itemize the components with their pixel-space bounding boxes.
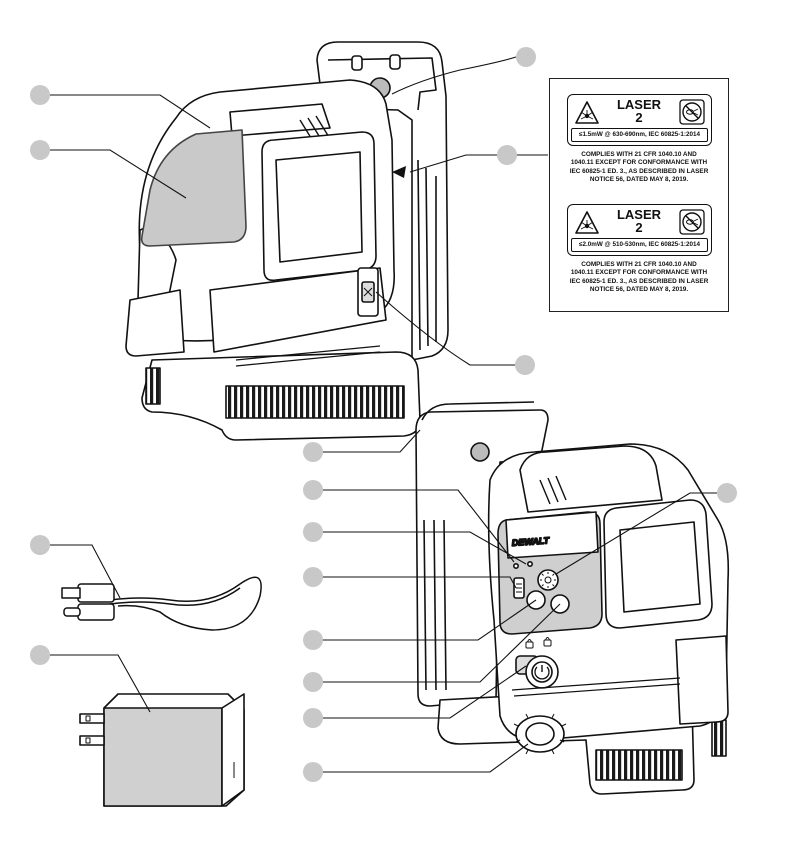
do-not-stare-icon bbox=[679, 99, 705, 125]
compliance-line: NOTICE 56, DATED MAY 8, 2019. bbox=[589, 176, 689, 184]
top-base-ribs bbox=[225, 385, 405, 419]
callout-dot bbox=[303, 480, 323, 500]
callout-dot bbox=[30, 645, 50, 665]
callout-dot bbox=[497, 145, 517, 165]
compliance-line: NOTICE 56, DATED MAY 8, 2019. bbox=[589, 286, 689, 294]
front-mount-hole bbox=[470, 442, 490, 462]
compliance-line: IEC 60825-1 ED. 3., AS DESCRIBED IN LASE… bbox=[569, 277, 709, 285]
laser-spec: ≤1.5mW @ 630-690nm, IEC 60825-1:2014 bbox=[571, 128, 708, 142]
brand-logo: DEWALT bbox=[511, 535, 550, 548]
compliance-line: COMPLIES WITH 21 CFR 1040.10 AND bbox=[581, 151, 697, 158]
callout-dot bbox=[303, 522, 323, 542]
bottom-leaders bbox=[313, 429, 717, 773]
callout-dot bbox=[30, 140, 50, 160]
usb-connector-a bbox=[77, 583, 115, 603]
compliance-text: COMPLIES WITH 21 CFR 1040.10 AND 1040.11… bbox=[558, 261, 720, 295]
laser-spec: ≤2.0mW @ 510-530nm, IEC 60825-1:2014 bbox=[571, 238, 708, 252]
compliance-line: 1040.11 EXCEPT FOR CONFORMANCE WITH bbox=[570, 269, 708, 277]
laser-label-green: LASER 2 ≤2.0mW @ 510-530nm, IEC 60825-1:… bbox=[567, 204, 712, 256]
callout-dot bbox=[303, 567, 323, 587]
laser-warning-icon bbox=[575, 211, 599, 234]
callout-dot bbox=[303, 630, 323, 650]
compliance-line: COMPLIES WITH 21 CFR 1040.10 AND bbox=[581, 261, 697, 268]
laser-warning-icon bbox=[575, 101, 599, 124]
top-device bbox=[125, 41, 449, 441]
compliance-line: IEC 60825-1 ED. 3., AS DESCRIBED IN LASE… bbox=[569, 167, 709, 175]
do-not-stare-icon bbox=[679, 209, 705, 235]
panel-led-b bbox=[526, 560, 533, 567]
wall-adapter bbox=[79, 693, 245, 807]
panel-led-a bbox=[512, 562, 519, 569]
callout-dot bbox=[303, 762, 323, 782]
callout-dot bbox=[303, 708, 323, 728]
adapter-prong-1 bbox=[79, 713, 105, 724]
cable-leader bbox=[50, 544, 121, 599]
callout-dot bbox=[303, 442, 323, 462]
adapter-leader bbox=[50, 654, 151, 713]
compliance-line: 1040.11 EXCEPT FOR CONFORMANCE WITH bbox=[570, 159, 708, 167]
top-mount-bracket bbox=[316, 41, 449, 361]
callout-dot bbox=[303, 672, 323, 692]
adapter-face bbox=[103, 707, 223, 807]
callout-dot bbox=[30, 85, 50, 105]
laser-class-number: 2 bbox=[635, 220, 643, 235]
adapter-prong-2 bbox=[79, 735, 105, 746]
laser-class-text: LASER 2 bbox=[604, 208, 674, 234]
callout-dot bbox=[717, 483, 737, 503]
callout-dot bbox=[30, 535, 50, 555]
laser-warning-labels: LASER 2 ≤1.5mW @ 630-690nm, IEC 60825-1:… bbox=[549, 78, 729, 312]
laser-class-number: 2 bbox=[635, 110, 643, 125]
laser-label-red: LASER 2 ≤1.5mW @ 630-690nm, IEC 60825-1:… bbox=[567, 94, 712, 146]
laser-word: LASER bbox=[616, 97, 662, 112]
laser-class-text: LASER 2 bbox=[604, 98, 674, 124]
top-leaders bbox=[50, 56, 548, 366]
front-mount-bracket bbox=[415, 409, 549, 707]
callout-dot bbox=[516, 47, 536, 67]
bottom-device: DEWALT bbox=[415, 401, 730, 795]
front-base-ribs bbox=[595, 749, 683, 781]
usb-cable bbox=[61, 576, 262, 631]
laser-word: LASER bbox=[616, 207, 662, 222]
callout-dot bbox=[515, 355, 535, 375]
top-gray-panel bbox=[140, 129, 247, 247]
usb-connector-c bbox=[77, 603, 115, 621]
compliance-text: COMPLIES WITH 21 CFR 1040.10 AND 1040.11… bbox=[558, 151, 720, 185]
